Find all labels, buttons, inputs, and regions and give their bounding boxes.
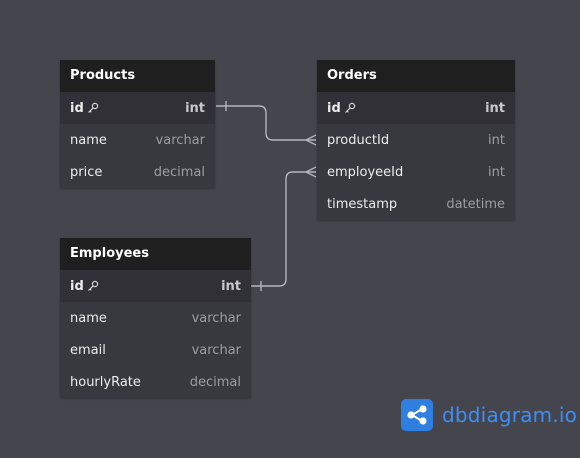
- field-name: name: [70, 133, 107, 148]
- share-nodes-icon: [401, 399, 433, 431]
- field-name: id: [70, 279, 99, 294]
- field-name: employeeId: [327, 165, 403, 180]
- field-name-text: name: [70, 132, 107, 148]
- table-header[interactable]: Employees: [60, 238, 251, 270]
- field-name-text: id: [70, 100, 84, 116]
- field-row[interactable]: employeeId int: [317, 156, 515, 188]
- crows-foot-marker: [305, 166, 317, 178]
- table-employees[interactable]: Employees id int name varchar email varchar hou…: [60, 238, 251, 398]
- field-row[interactable]: id int: [60, 92, 215, 124]
- field-name-text: employeeId: [327, 164, 404, 180]
- field-name-text: timestamp: [327, 196, 398, 212]
- field-type: varchar: [191, 310, 241, 326]
- field-type: datetime: [446, 196, 505, 212]
- field-name: timestamp: [327, 197, 397, 212]
- key-icon: [344, 102, 355, 113]
- table-orders[interactable]: Orders id int productId int employeeId int time…: [317, 60, 515, 220]
- table-products[interactable]: Products id int name varchar price decimal: [60, 60, 215, 188]
- key-icon: [87, 102, 98, 113]
- field-name-text: hourlyRate: [70, 374, 141, 390]
- field-type: int: [485, 100, 505, 116]
- field-name-text: id: [327, 100, 341, 116]
- field-row[interactable]: email varchar: [60, 334, 251, 366]
- key-icon: [87, 280, 98, 291]
- field-type: decimal: [189, 374, 241, 390]
- field-row[interactable]: id int: [60, 270, 251, 302]
- field-name-text: email: [70, 342, 106, 358]
- table-header[interactable]: Orders: [317, 60, 515, 92]
- field-type: int: [185, 100, 205, 116]
- field-row[interactable]: price decimal: [60, 156, 215, 188]
- field-row[interactable]: hourlyRate decimal: [60, 366, 251, 398]
- field-name: name: [70, 311, 107, 326]
- field-type: varchar: [155, 132, 205, 148]
- crows-foot-marker: [305, 134, 317, 146]
- field-name: productId: [327, 133, 389, 148]
- field-name: id: [327, 101, 356, 116]
- field-name-text: name: [70, 310, 107, 326]
- field-name: id: [70, 101, 99, 116]
- brand[interactable]: dbdiagram.io: [401, 399, 577, 431]
- field-type: decimal: [153, 164, 205, 180]
- relation-products-orders[interactable]: [216, 105, 316, 141]
- field-type: varchar: [191, 342, 241, 358]
- field-type: int: [488, 132, 505, 148]
- table-header[interactable]: Products: [60, 60, 215, 92]
- field-name-text: id: [70, 278, 84, 294]
- field-name-text: price: [70, 164, 103, 180]
- field-row[interactable]: productId int: [317, 124, 515, 156]
- field-row[interactable]: timestamp datetime: [317, 188, 515, 220]
- field-type: int: [488, 164, 505, 180]
- relation-employees-orders[interactable]: [251, 171, 316, 287]
- field-row[interactable]: id int: [317, 92, 515, 124]
- field-name: hourlyRate: [70, 375, 141, 390]
- brand-name: dbdiagram.io: [442, 403, 578, 427]
- field-name-text: productId: [327, 132, 390, 148]
- field-name: email: [70, 343, 106, 358]
- field-name: price: [70, 165, 102, 180]
- field-row[interactable]: name varchar: [60, 302, 251, 334]
- field-row[interactable]: name varchar: [60, 124, 215, 156]
- field-type: int: [221, 278, 241, 294]
